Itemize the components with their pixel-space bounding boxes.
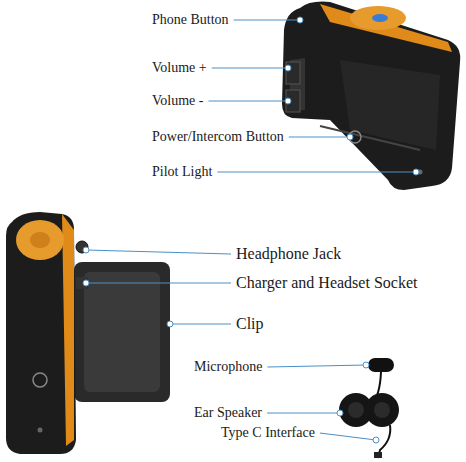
leader-line bbox=[267, 413, 340, 414]
leader-line bbox=[289, 137, 350, 138]
part-label: Volume + bbox=[152, 60, 207, 75]
leader-dot bbox=[347, 134, 353, 140]
leader-line bbox=[234, 20, 300, 21]
part-label: Power/Intercom Button bbox=[152, 129, 284, 144]
leader-dot bbox=[297, 17, 303, 23]
part-label: Ear Speaker bbox=[194, 405, 262, 420]
part-label: Volume - bbox=[152, 93, 203, 108]
leader-dot bbox=[285, 65, 291, 71]
leader-dot bbox=[337, 410, 343, 416]
leader-dot bbox=[363, 362, 369, 368]
leader-dot bbox=[167, 321, 173, 327]
part-label: Type C Interface bbox=[221, 425, 315, 440]
part-label: Pilot Light bbox=[152, 164, 212, 179]
leader-line bbox=[86, 250, 231, 254]
part-label: Microphone bbox=[194, 359, 262, 374]
leader-line bbox=[267, 365, 366, 367]
leader-dot bbox=[83, 247, 89, 253]
leader-line bbox=[86, 283, 231, 284]
part-label: Charger and Headset Socket bbox=[236, 274, 417, 292]
leader-line bbox=[208, 101, 288, 102]
leader-dot bbox=[285, 98, 291, 104]
leader-line bbox=[170, 324, 231, 325]
leader-dot bbox=[83, 280, 89, 286]
leader-line bbox=[217, 172, 416, 173]
leader-line bbox=[212, 68, 288, 69]
part-label: Clip bbox=[236, 315, 264, 333]
leader-dot bbox=[413, 169, 419, 175]
part-label: Phone Button bbox=[152, 12, 229, 27]
leader-line bbox=[320, 433, 376, 440]
part-label: Headphone Jack bbox=[236, 245, 341, 263]
leader-dot bbox=[373, 437, 379, 443]
